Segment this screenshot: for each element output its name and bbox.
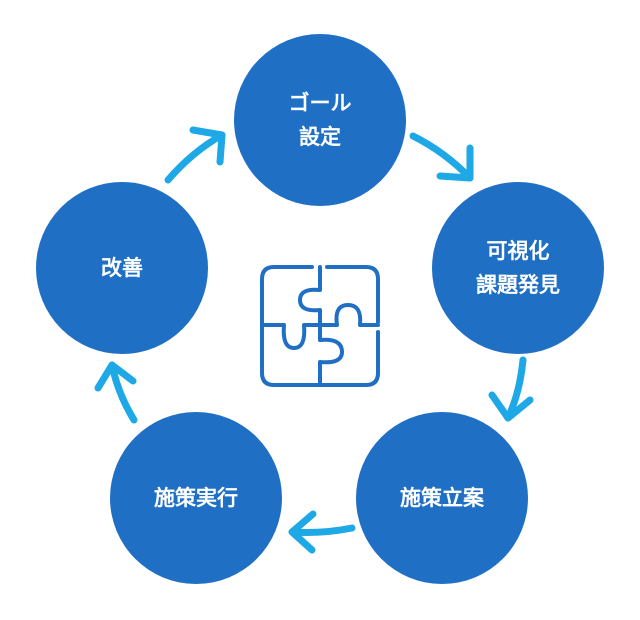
step-label: 施策実行	[154, 486, 238, 510]
arrow-execute-to-improve	[94, 361, 138, 424]
step-goal-setting: ゴール設定	[234, 34, 406, 206]
step-label: 施策立案	[400, 486, 484, 510]
arrow-improve-to-goal	[164, 126, 226, 184]
step-label: ゴール	[288, 91, 352, 115]
step-label: 設定	[299, 125, 341, 149]
step-label: 課題発見	[476, 273, 560, 297]
arrow-plan-to-execute	[288, 510, 356, 554]
step-visualize-issues: 可視化課題発見	[432, 182, 604, 354]
step-plan-measures: 施策立案	[356, 412, 528, 584]
step-execute-measures: 施策実行	[110, 412, 282, 584]
step-label: 改善	[101, 256, 143, 280]
puzzle-icon	[260, 265, 380, 387]
step-improve: 改善	[36, 182, 208, 354]
arrow-goal-to-visualize	[409, 132, 474, 182]
arrow-visualize-to-plan	[488, 356, 534, 422]
step-label: 可視化	[486, 239, 550, 263]
